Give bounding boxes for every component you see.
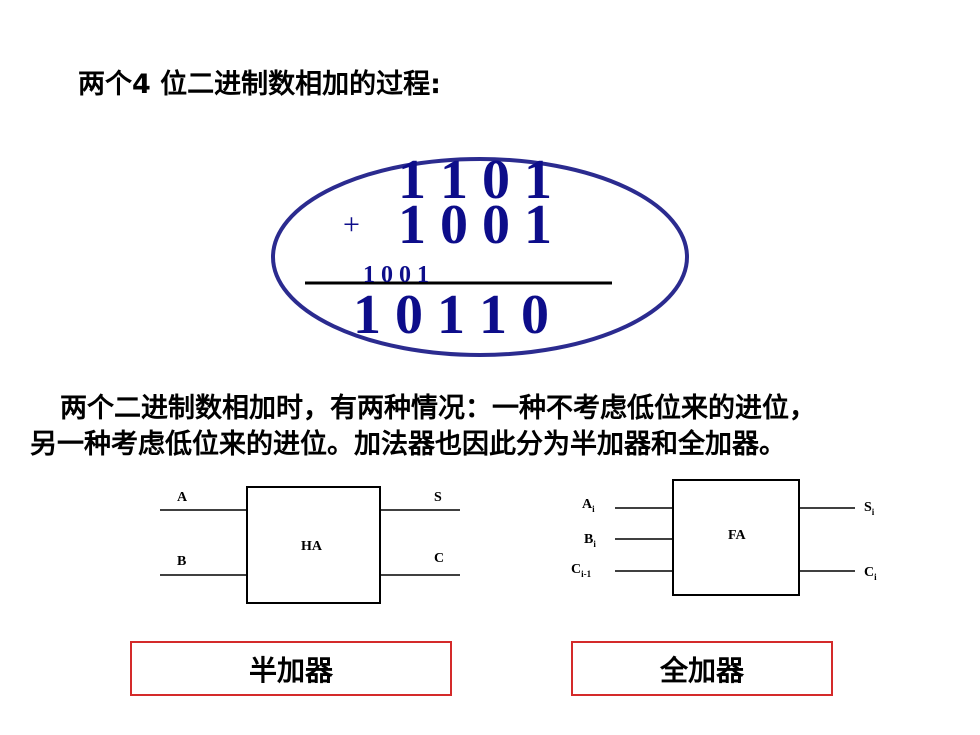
plus-sign: + [343,208,360,241]
paragraph-line-2: 另一种考虑低位来的进位。加法器也因此分为半加器和全加器。 [30,429,786,460]
sum-result: 1 0 1 1 0 [353,284,549,346]
ha-input-a-label: A [177,490,188,505]
full-adder-caption: 全加器 [571,641,833,696]
fa-output-c-label: Ci [864,565,877,582]
addition-ellipse-graphic [271,157,689,357]
addend-row-2: 1 0 0 1 [398,194,552,256]
fa-output-s-label: Si [864,500,875,517]
half-adder-diagram [160,479,855,604]
half-adder-caption: 半加器 [130,641,452,696]
page-title: 两个4 位二进制数相加的过程: [78,69,441,100]
ha-output-s-label: S [434,490,442,505]
fa-input-c-label: Ci-1 [571,562,592,579]
full-adder-block [672,479,800,596]
fa-block-label: FA [728,528,746,543]
carry-row: 1 0 0 1 [363,262,429,288]
ha-output-c-label: C [434,551,445,566]
addition-ellipse [271,157,689,357]
ha-block-label: HA [301,539,322,554]
addend-row-1: 1 1 0 1 [398,149,552,211]
fa-input-b-label: Bi [584,532,596,549]
half-adder-block [246,486,381,604]
paragraph-line-1: 两个二进制数相加时，有两种情况：一种不考虑低位来的进位， [60,393,816,424]
fa-input-a-label: Ai [582,497,595,514]
ha-input-b-label: B [177,554,187,569]
